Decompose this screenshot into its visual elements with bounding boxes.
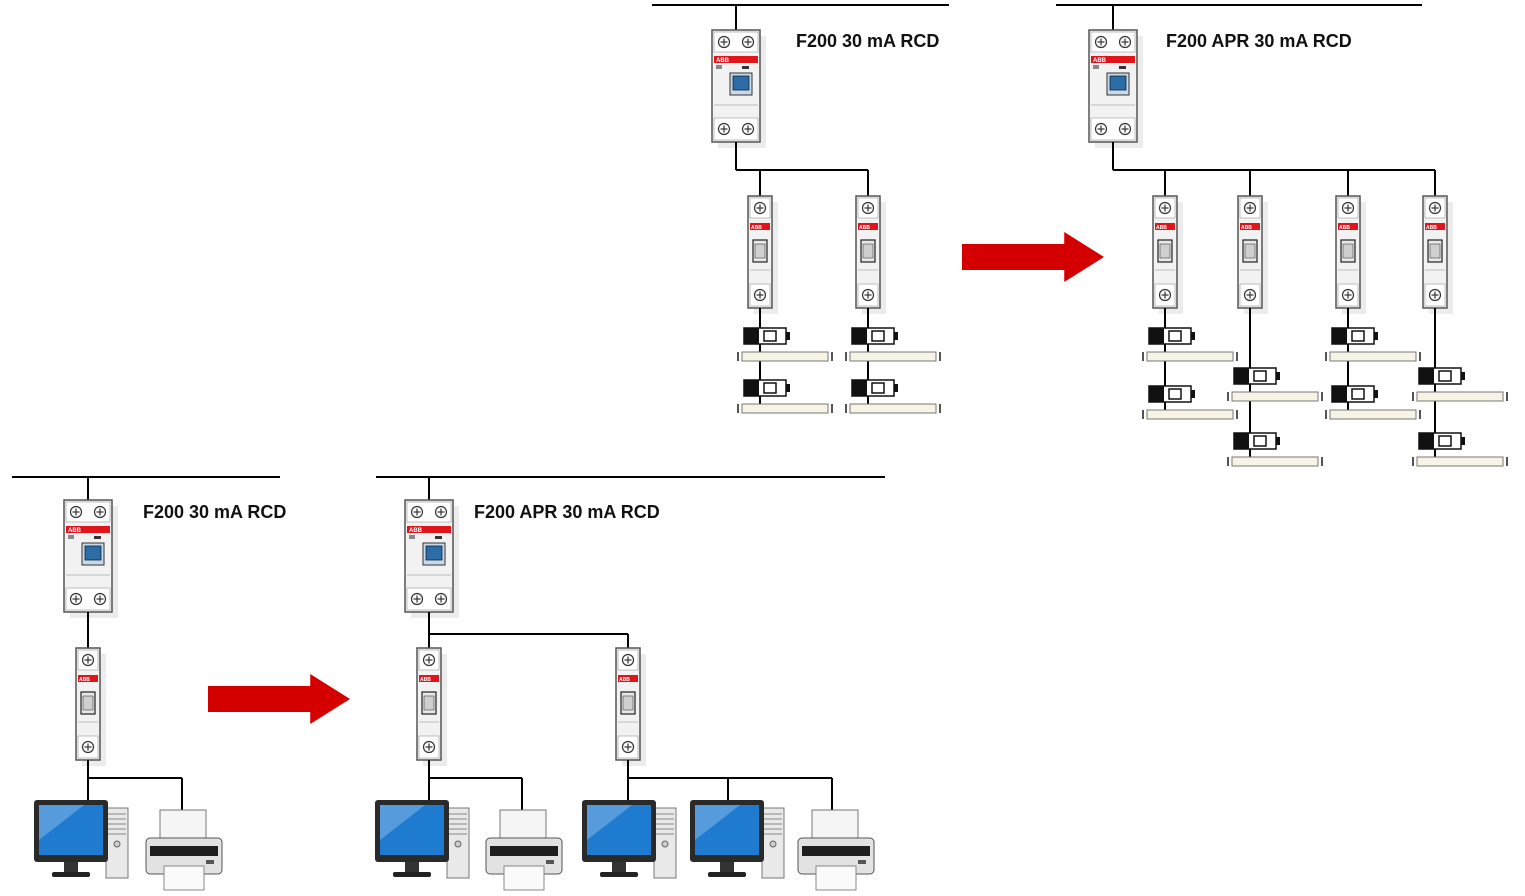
fluorescent-lamp <box>1412 367 1508 402</box>
svg-text:ABB: ABB <box>420 677 431 683</box>
rcd-device: ABB <box>404 499 459 618</box>
svg-text:ABB: ABB <box>619 677 630 683</box>
rcd-label-computers-after: F200 APR 30 mA RCD <box>474 502 660 522</box>
svg-text:ABB: ABB <box>751 225 762 231</box>
svg-text:ABB: ABB <box>1241 225 1252 231</box>
fluorescent-lamp <box>1227 367 1323 402</box>
mcb-device: ABB <box>615 647 646 766</box>
fluorescent-lamp <box>845 379 941 414</box>
mcb-device: ABB <box>1335 195 1366 314</box>
svg-text:ABB: ABB <box>1093 58 1107 64</box>
rcd-device: ABB <box>63 499 118 618</box>
rcd-label-computers-before: F200 30 mA RCD <box>143 502 287 522</box>
mcb-device: ABB <box>1152 195 1183 314</box>
printer <box>797 809 875 891</box>
fluorescent-lamp <box>1325 385 1421 420</box>
transition-arrow <box>962 232 1104 282</box>
fluorescent-lamp <box>1412 432 1508 467</box>
svg-text:ABB: ABB <box>1156 225 1167 231</box>
svg-text:ABB: ABB <box>1426 225 1437 231</box>
svg-text:ABB: ABB <box>68 528 82 534</box>
fluorescent-lamp <box>737 327 833 362</box>
mcb-device: ABB <box>855 195 886 314</box>
svg-text:ABB: ABB <box>409 528 423 534</box>
fluorescent-lamp <box>1325 327 1421 362</box>
mcb-device: ABB <box>75 647 106 766</box>
mcb-device: ABB <box>1422 195 1453 314</box>
mcb-device: ABB <box>416 647 447 766</box>
rcd-label-lighting-before: F200 30 mA RCD <box>796 31 940 51</box>
computer <box>34 800 129 879</box>
printer <box>485 809 563 891</box>
transition-arrow <box>208 674 350 724</box>
fluorescent-lamp <box>845 327 941 362</box>
rcd-label-lighting-after: F200 APR 30 mA RCD <box>1166 31 1352 51</box>
fluorescent-lamp <box>1142 327 1238 362</box>
computer <box>690 800 785 879</box>
mcb-device: ABB <box>747 195 778 314</box>
rcd-device: ABB <box>1088 29 1143 148</box>
svg-text:ABB: ABB <box>859 225 870 231</box>
svg-text:ABB: ABB <box>1339 225 1350 231</box>
computer <box>375 800 470 879</box>
computer <box>582 800 677 879</box>
rcd-device: ABB <box>711 29 766 148</box>
printer <box>145 809 223 891</box>
fluorescent-lamp <box>1142 385 1238 420</box>
fluorescent-lamp <box>1227 432 1323 467</box>
fluorescent-lamp <box>737 379 833 414</box>
mcb-device: ABB <box>1237 195 1268 314</box>
svg-text:ABB: ABB <box>716 58 730 64</box>
svg-text:ABB: ABB <box>79 677 90 683</box>
